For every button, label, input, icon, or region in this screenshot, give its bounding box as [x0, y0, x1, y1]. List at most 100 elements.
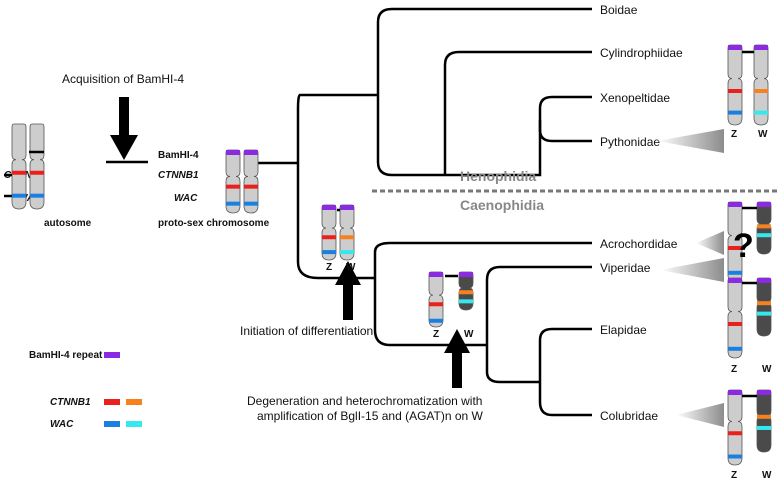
ancestral-w-label: W: [346, 262, 356, 273]
python-z-band-ctnnb1: [728, 89, 742, 93]
viperid-callout-wedge: [660, 258, 724, 282]
autosome-right-body: [29, 123, 45, 210]
legend-wac-w-swatch: [126, 421, 142, 427]
python-z-label: Z: [731, 129, 737, 140]
ancestral-z-label: Z: [326, 262, 332, 273]
viperid-z-band-bamhi: [728, 278, 742, 283]
proto-left-band-bamhi: [226, 150, 240, 155]
colubroid-w-band-bamhi: [459, 272, 473, 277]
proto-right-band-bamhi: [244, 150, 258, 155]
colubroid-z-label: Z: [433, 329, 439, 340]
acrochordid-z-band-wac: [728, 270, 742, 275]
colubrid-w-body: [756, 389, 772, 453]
autosome-left-band-ctnnb1: [12, 170, 26, 175]
acrochordid-z-band-ctnnb1: [728, 246, 742, 250]
python-w-band-bamhi: [754, 45, 768, 50]
taxon-labels: Boidae Cylindrophiidae Xenopeltidae Pyth…: [600, 3, 683, 423]
group-label-caenophidia: Caenophidia: [460, 197, 544, 213]
colubrid-z-band-wac: [728, 454, 742, 459]
tree-caenophidia-split: [373, 241, 592, 278]
ancestral-z-band-bamhi: [322, 205, 336, 210]
viperid-z-band-wac: [728, 346, 742, 351]
legend-bamhi-swatch: [104, 352, 120, 358]
ctnnb1-tag-proto: CTNNB1: [158, 170, 199, 181]
taxon-colubridae: Colubridae: [600, 409, 658, 423]
legend-wac-label: WAC: [50, 419, 74, 430]
tree-henophidia-lower: [376, 95, 445, 177]
python-callout-wedge: [657, 129, 724, 153]
colubrid-w-band-wac: [757, 425, 771, 430]
taxon-viperidae: Viperidae: [600, 261, 651, 275]
taxon-elapidae: Elapidae: [600, 323, 647, 337]
legend-bamhi-label: BamHI-4 repeat: [29, 350, 103, 361]
acrochordid-w-band-wac: [757, 233, 771, 238]
autosome-left-body: [11, 123, 27, 210]
python-z-band-bamhi: [728, 45, 742, 50]
taxon-acrochordidae: Acrochordidae: [600, 237, 678, 251]
acrochordid-w-band-ctnnb1: [757, 224, 771, 229]
ancestral-z-band-wac: [322, 250, 336, 255]
colubrid-w: [756, 389, 772, 453]
viperid-w: [756, 277, 772, 337]
viperid-z: [727, 277, 743, 359]
colubroid-z-band-wac: [429, 318, 443, 323]
tree-python-branch: [538, 120, 592, 143]
chromosome-figures: ZWZWZWZWZWZW: [4, 44, 772, 481]
colubrid-z-label: Z: [731, 470, 737, 481]
proto-right-band-ctnnb1: [244, 184, 258, 189]
ancestral-w-body: [339, 204, 355, 261]
python-w: [753, 44, 769, 126]
autosome-right: [29, 123, 45, 210]
ancestral-w-band-wac: [340, 250, 354, 255]
colubroid-w-label: W: [464, 329, 474, 340]
acrochordid-w: [756, 201, 772, 255]
python-w-body: [753, 44, 769, 126]
tree-caenophidia-lower: [373, 278, 487, 347]
proto-right-body: [243, 149, 259, 214]
arrow-down-icon: [110, 97, 138, 160]
proto-left-body: [225, 149, 241, 214]
tree-elapid-branch: [538, 327, 592, 382]
ancestral-w-band-bamhi: [340, 205, 354, 210]
colubrid-w-band-ctnnb1: [757, 414, 771, 419]
viperid-w-band-bamhi: [757, 278, 771, 283]
legend-ctnnb1-label: CTNNB1: [50, 397, 91, 408]
viperid-z-label: Z: [731, 364, 737, 375]
colubrid-callout-wedge: [676, 403, 724, 427]
python-w-band-ctnnb1: [754, 89, 768, 93]
autosome-left-band-wac: [12, 193, 26, 198]
viperid-z-body: [727, 277, 743, 359]
event-acquisition-label: Acquisition of BamHI-4: [62, 72, 184, 86]
viperid-w-label: W: [762, 364, 772, 375]
colubrid-w-label: W: [762, 470, 772, 481]
taxon-xenopeltidae: Xenopeltidae: [600, 91, 670, 105]
arrow-up-icon: [335, 261, 361, 320]
proto-sex-chromosome-label: proto-sex chromosome: [158, 218, 270, 229]
autosome-right-band-wac: [30, 193, 44, 198]
autosome-label: autosome: [44, 218, 92, 229]
acrochordid-callout-wedge: [696, 231, 724, 255]
python-z-band-wac: [728, 110, 742, 115]
python-z: [727, 44, 743, 126]
colubrid-z: [727, 389, 743, 466]
colubroid-z-body: [428, 271, 444, 328]
tree-colubrid-branch: [538, 382, 592, 417]
event-initiation-label: Initiation of differentiation: [240, 324, 373, 338]
python-w-label: W: [758, 129, 768, 140]
python-z-body: [727, 44, 743, 126]
tree-root-split: [296, 93, 375, 280]
ancestral-z: [321, 204, 337, 261]
colubrid-z-band-ctnnb1: [728, 431, 742, 436]
colubroid-w-band-ctnnb1: [459, 290, 473, 295]
group-label-henophidia: Henophidia: [460, 168, 536, 184]
colubroid-w: [458, 271, 474, 311]
autosome-left: [11, 123, 27, 210]
legend-ctnnb1-z-swatch: [104, 399, 120, 405]
taxon-boidae: Boidae: [600, 3, 638, 17]
python-w-band-wac: [754, 110, 768, 115]
colubrid-z-body: [727, 389, 743, 466]
event-degeneration-label-line1: Degeneration and heterochromatization wi…: [247, 394, 482, 408]
colubroid-z-band-bamhi: [429, 272, 443, 277]
acrochordid-z-band-bamhi: [728, 202, 742, 207]
